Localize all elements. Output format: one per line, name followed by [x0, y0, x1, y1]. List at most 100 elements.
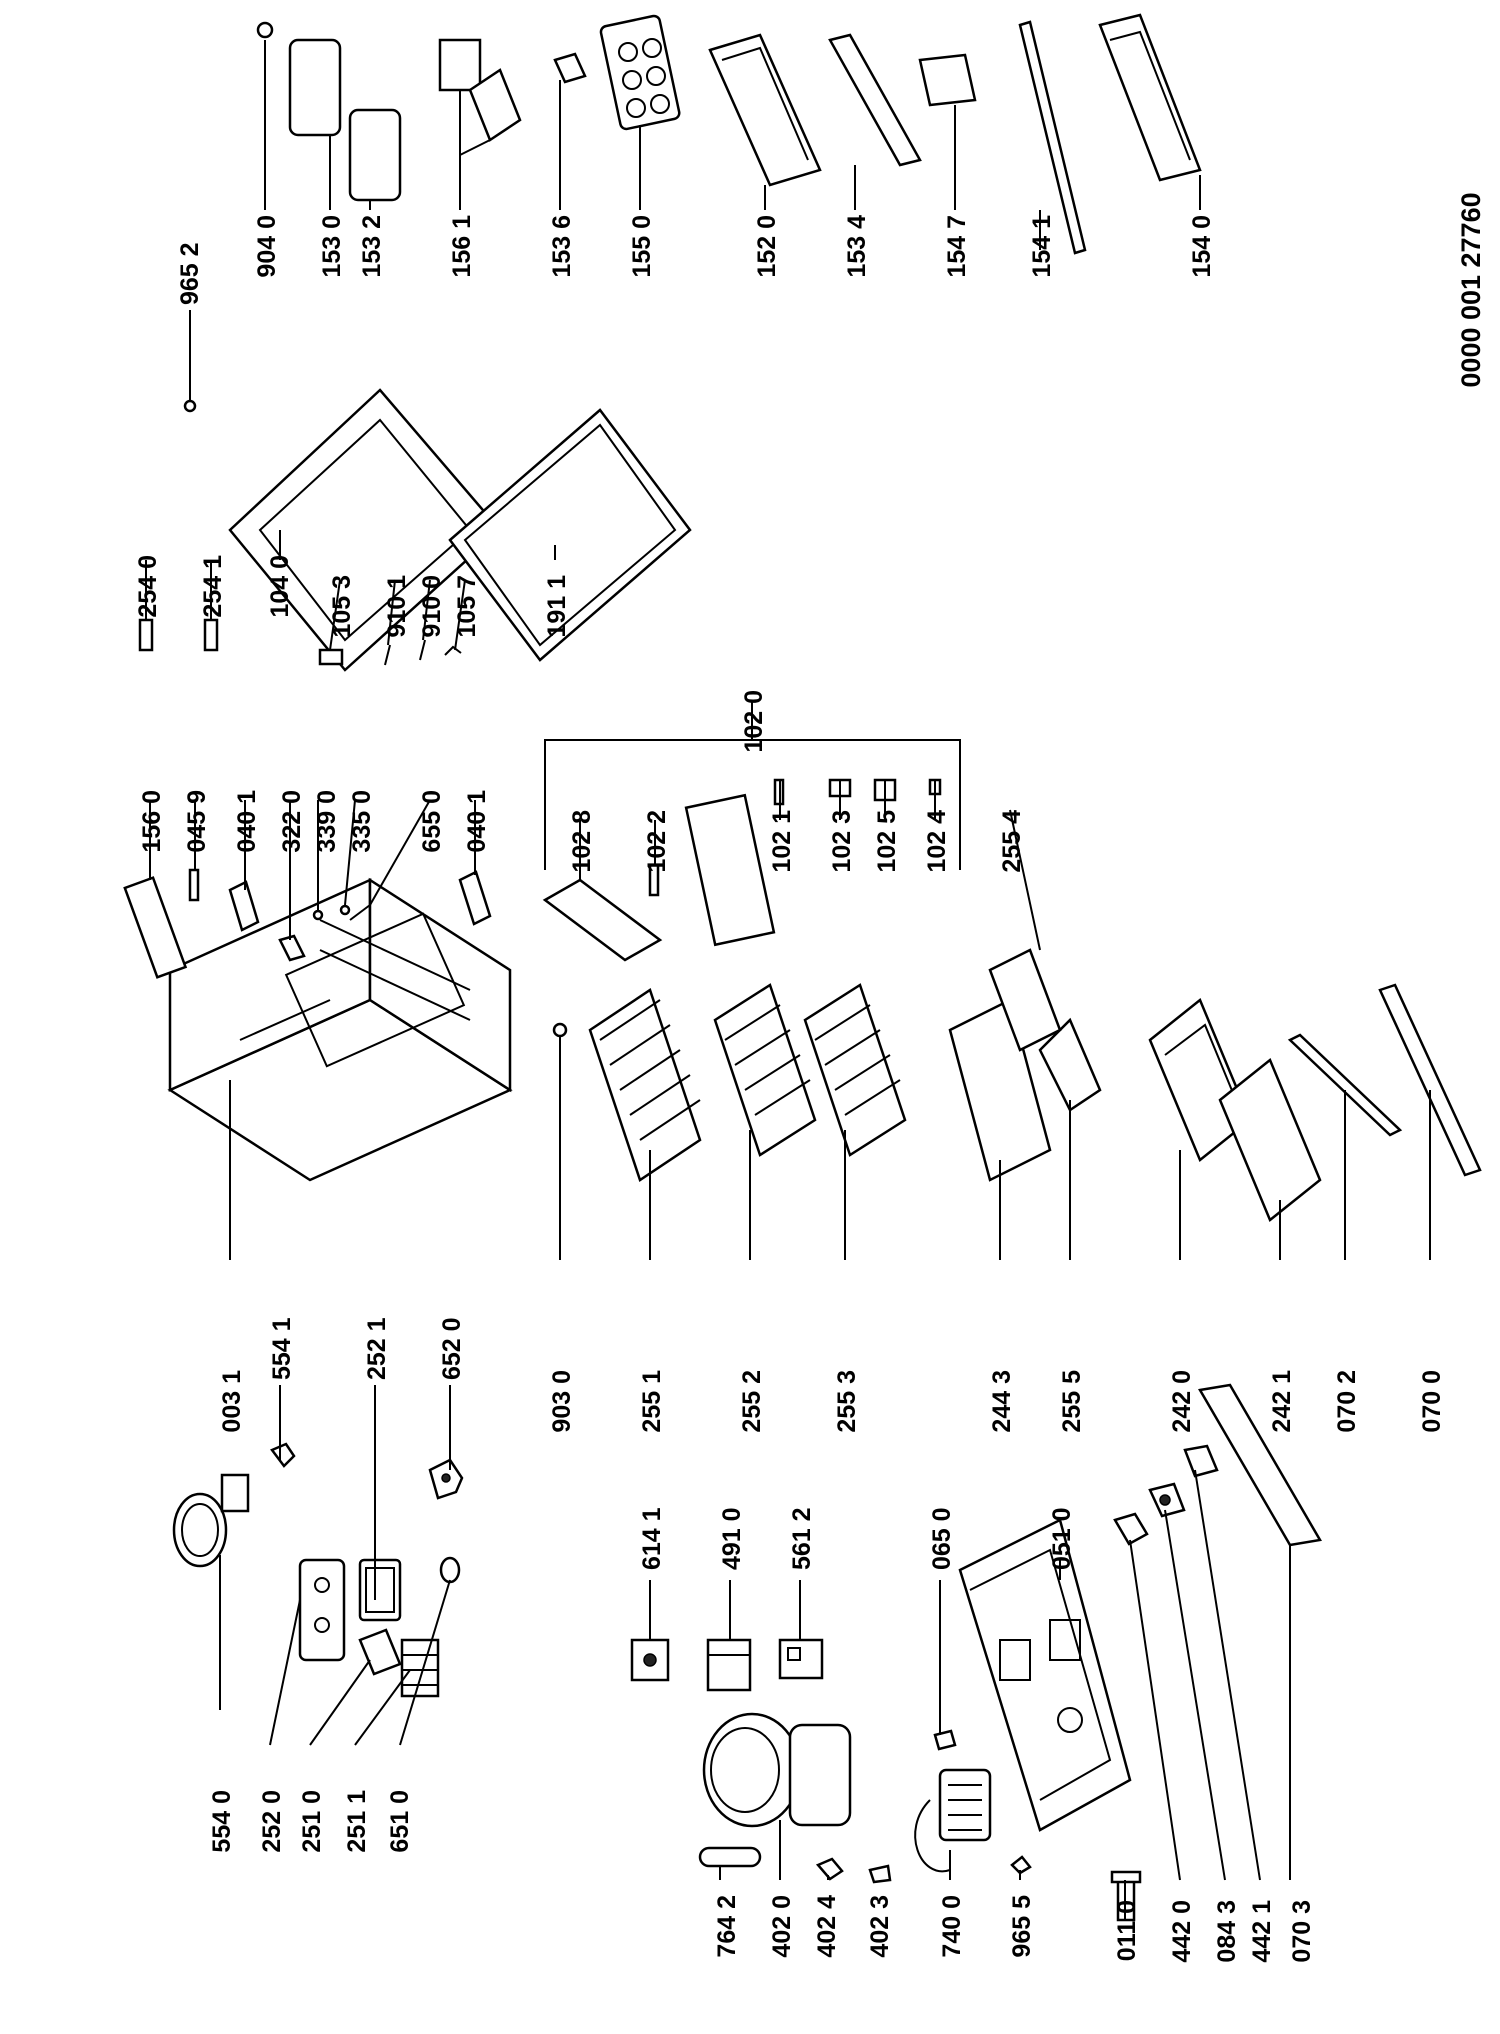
label-051-0: 051 0	[1048, 1507, 1076, 1570]
part-402-4	[815, 1857, 844, 1881]
label-153-4: 153 4	[843, 215, 871, 278]
part-255-1-shelf	[588, 988, 702, 1182]
part-740-0	[914, 1768, 992, 1873]
part-903-0	[552, 1022, 568, 1038]
label-105-3: 105 3	[328, 575, 356, 638]
part-153-0	[288, 38, 342, 137]
part-254-1	[203, 618, 219, 652]
part-045-9	[188, 868, 200, 902]
label-652-0: 652 0	[438, 1317, 466, 1380]
label-255-5: 255 5	[1058, 1370, 1086, 1433]
label-251-0: 251 0	[298, 1790, 326, 1853]
label-255-3: 255 3	[833, 1370, 861, 1433]
label-011-0: 011 0	[1113, 1900, 1141, 1961]
label-655-0: 655 0	[418, 790, 446, 853]
part-191-1-gasket	[448, 408, 692, 662]
part-554-1	[270, 1442, 296, 1468]
label-104-0: 104 0	[266, 555, 294, 618]
part-070-2	[1287, 1033, 1403, 1137]
label-402-0: 402 0	[768, 1895, 796, 1958]
part-910-0	[419, 639, 426, 661]
part-255-3-shelf	[803, 983, 907, 1157]
part-252-1	[358, 1558, 402, 1622]
label-084-3: 084 3	[1213, 1900, 1241, 1963]
label-155-0: 155 0	[628, 215, 656, 278]
label-402-4: 402 4	[813, 1895, 841, 1958]
label-154-0: 154 0	[1188, 215, 1216, 278]
label-252-0: 252 0	[258, 1790, 286, 1853]
label-244-3: 244 3	[988, 1370, 1016, 1433]
label-442-1: 442 1	[1248, 1900, 1276, 1963]
part-051-0-base	[958, 1518, 1132, 1832]
document-code: 0000 001 27760	[1456, 192, 1486, 387]
part-442-0	[1113, 1512, 1149, 1546]
leader-lines	[145, 40, 1431, 1920]
label-156-0: 156 0	[138, 790, 166, 853]
label-154-1: 154 1	[1028, 215, 1056, 278]
label-070-2: 070 2	[1333, 1370, 1361, 1433]
part-339-0	[312, 909, 324, 921]
part-965-2	[183, 399, 197, 413]
part-655-0	[349, 904, 371, 921]
label-255-4: 255 4	[998, 810, 1026, 873]
part-244-3	[948, 998, 1052, 1182]
part-491-0	[706, 1638, 752, 1692]
label-070-0: 070 0	[1418, 1370, 1446, 1433]
part-335-0	[339, 904, 351, 916]
label-491-0: 491 0	[718, 1507, 746, 1570]
label-102-5: 102 5	[873, 810, 901, 873]
part-102-8	[542, 878, 663, 962]
part-242-1-drawer	[1218, 1057, 1322, 1223]
label-442-0: 442 0	[1168, 1900, 1196, 1963]
label-065-0: 065 0	[928, 1507, 956, 1570]
part-965-5	[1010, 1855, 1032, 1875]
label-965-2: 965 2	[176, 242, 204, 305]
label-102-0: 102 0	[740, 690, 768, 753]
label-322-0: 322 0	[278, 790, 306, 853]
label-254-1: 254 1	[199, 555, 227, 618]
part-254-0	[138, 618, 154, 652]
part-070-0	[1378, 983, 1482, 1177]
bracket-102-group	[544, 700, 961, 870]
label-255-1: 255 1	[638, 1370, 666, 1433]
label-402-3: 402 3	[866, 1895, 894, 1958]
label-242-1: 242 1	[1268, 1370, 1296, 1433]
part-084-3	[1148, 1482, 1186, 1518]
label-105-7: 105 7	[453, 575, 481, 638]
part-561-2	[778, 1638, 824, 1680]
label-153-0: 153 0	[318, 215, 346, 278]
label-040-1-b: 040 1	[463, 790, 491, 853]
part-154-0-bin	[1098, 13, 1202, 182]
label-903-0: 903 0	[548, 1370, 576, 1433]
label-102-1: 102 1	[768, 810, 796, 873]
part-152-0-bin	[708, 33, 822, 187]
label-561-2: 561 2	[788, 1507, 816, 1570]
label-153-2: 153 2	[358, 215, 386, 278]
part-764-2	[698, 1846, 762, 1868]
label-910-1: 910 1	[383, 575, 411, 638]
label-242-0: 242 0	[1168, 1370, 1196, 1433]
label-102-8: 102 8	[568, 810, 596, 873]
label-910-0: 910 0	[418, 575, 446, 638]
label-102-3: 102 3	[828, 810, 856, 873]
label-040-1-a: 040 1	[233, 790, 261, 853]
label-255-2: 255 2	[738, 1370, 766, 1433]
part-255-4	[988, 948, 1062, 1052]
part-153-6	[553, 52, 587, 84]
label-740-0: 740 0	[938, 1895, 966, 1958]
label-254-0: 254 0	[134, 555, 162, 618]
part-070-3	[1198, 1383, 1322, 1547]
part-910-1	[384, 644, 391, 666]
part-065-0	[933, 1729, 957, 1751]
part-402-3	[868, 1864, 892, 1884]
part-251-1	[400, 1638, 440, 1698]
part-442-1	[1183, 1444, 1219, 1478]
part-153-2	[348, 108, 402, 202]
part-154-7	[918, 53, 977, 107]
label-614-1: 614 1	[638, 1507, 666, 1570]
part-040-1a	[228, 880, 260, 932]
part-105-7	[444, 645, 462, 656]
part-102-1	[684, 793, 776, 947]
label-153-6: 153 6	[548, 215, 576, 278]
